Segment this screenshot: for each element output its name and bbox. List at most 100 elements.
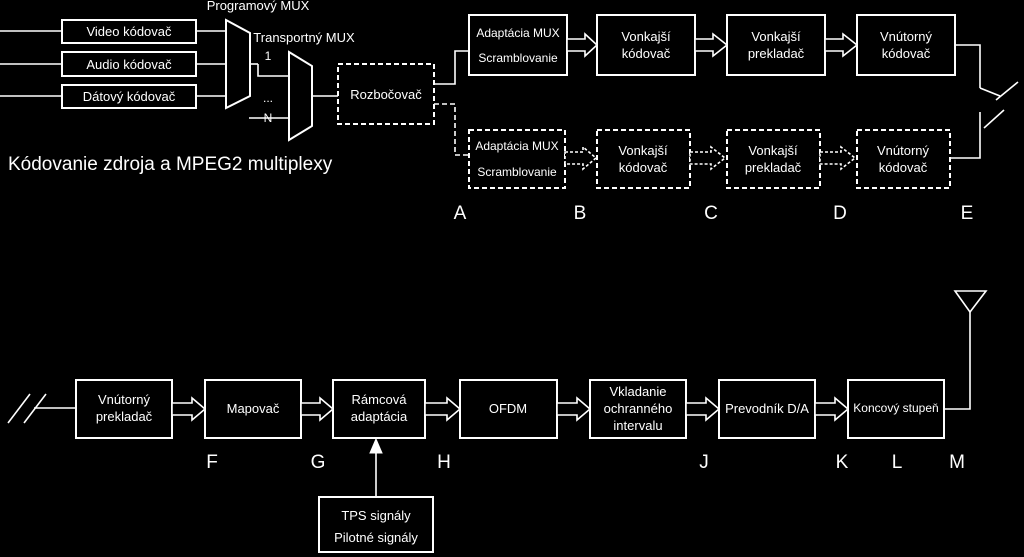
data-encoder-block: Dátový kódovač <box>61 84 197 109</box>
outer-coder-label-2b: kódovač <box>619 160 668 175</box>
program-mux-block: Programový MUX <box>207 0 310 110</box>
break-mark-top-3 <box>979 87 1001 97</box>
guard-interval-label-2: ochranného <box>604 401 673 416</box>
source-coding-title: Kódovanie zdroja a MPEG2 multiplexy <box>8 154 333 175</box>
transport-mux-block: Transportný MUX 1 ... N <box>253 30 355 142</box>
top-row-dashed: Adaptácia MUX Scramblovanie Vonkajší kód… <box>468 112 981 189</box>
inner-interleaver-label-1: Vnútorný <box>98 392 151 407</box>
program-mux-label: Programový MUX <box>207 0 310 13</box>
audio-encoder-block: Audio kódovač <box>61 51 197 77</box>
mux-adaptation-label-2: Adaptácia MUX <box>475 139 558 153</box>
point-f-label: F <box>206 452 218 473</box>
break-mark-top-2 <box>983 109 1005 129</box>
mapper-label: Mapovač <box>227 401 280 416</box>
dac-label: Prevodník D/A <box>725 401 809 416</box>
row2-output-line <box>950 112 981 159</box>
arrow-f <box>171 396 207 422</box>
scrambling-label: Scramblovanie <box>478 51 558 65</box>
arrow-h <box>424 396 462 422</box>
tps-arrow-head <box>369 437 383 454</box>
inner-interleaver-block: Vnútorný prekladač <box>75 379 173 439</box>
point-m-label: M <box>949 452 965 473</box>
source-coding-section: Video kódovač Audio kódovač Dátový kódov… <box>0 0 435 175</box>
frame-adaptation-label-2: adaptácia <box>351 409 408 424</box>
guard-interval-label-1: Vkladanie <box>609 384 666 399</box>
antenna-icon <box>953 290 988 314</box>
transport-input-1-label: 1 <box>265 49 272 63</box>
point-e-label: E <box>961 203 974 224</box>
arrow-j <box>685 396 721 422</box>
arrow-g <box>300 396 335 422</box>
arrow-dashed-c-to-d <box>819 145 857 171</box>
guard-interval-label-3: intervalu <box>613 418 662 433</box>
program-to-transport-line <box>257 64 289 77</box>
break-mark-top-1 <box>995 81 1019 101</box>
row1-output-line <box>955 44 981 88</box>
frame-adaptation-block: Rámcová adaptácia <box>332 379 426 439</box>
antenna-feed-line <box>944 312 971 410</box>
video-encoder-label: Video kódovač <box>86 24 172 39</box>
point-k-label: K <box>836 452 849 473</box>
point-c-label: C <box>704 203 718 224</box>
outer-interleaver-label-2b: prekladač <box>745 160 802 175</box>
tps-pilot-block: TPS signály Pilotné signály <box>318 496 434 553</box>
outer-interleaver-block-2: Vonkajší prekladač <box>726 129 821 189</box>
ofdm-block: OFDM <box>459 379 558 439</box>
mux-adaptation-label: Adaptácia MUX <box>476 26 559 40</box>
transport-input-dots-label: ... <box>263 91 273 105</box>
arrow-ofdm-to-guard <box>556 396 592 422</box>
inner-coder-block-2: Vnútorný kódovač <box>856 129 951 189</box>
outer-coder-label-1: Vonkajší <box>621 29 671 44</box>
outer-coder-label-2a: Vonkajší <box>618 143 668 158</box>
bottom-point-letters: F G H J K L M <box>206 452 965 473</box>
arrow-b-to-c <box>694 32 729 58</box>
outer-interleaver-label-1: Vonkajší <box>751 29 801 44</box>
outer-interleaver-label-2: prekladač <box>748 46 805 61</box>
outer-interleaver-block: Vonkajší prekladač <box>726 14 826 76</box>
final-stage-block: Koncový stupeň <box>847 379 945 439</box>
video-encoder-block: Video kódovač <box>61 19 197 44</box>
arrow-c-to-d <box>824 32 859 58</box>
dac-block: Prevodník D/A <box>718 379 816 439</box>
outer-coder-label-2: kódovač <box>622 46 671 61</box>
mapper-block: Mapovač <box>204 379 302 439</box>
arrow-dashed-a-to-b <box>564 145 598 171</box>
top-point-letters: A B C D E <box>454 203 974 224</box>
final-stage-label: Koncový stupeň <box>853 401 938 415</box>
inner-interleaver-label-2: prekladač <box>96 409 153 424</box>
outer-coder-block-2: Vonkajší kódovač <box>596 129 691 189</box>
audio-encoder-label: Audio kódovač <box>86 57 172 72</box>
arrow-dashed-b-to-c <box>689 145 727 171</box>
transport-input-n-label: N <box>264 111 273 125</box>
tps-signals-label: TPS signály <box>341 508 411 523</box>
outer-coder-block: Vonkajší kódovač <box>596 14 696 76</box>
inner-coder-label-2a: Vnútorný <box>877 143 930 158</box>
point-g-label: G <box>311 452 326 473</box>
point-a-label: A <box>454 203 467 224</box>
point-b-label: B <box>574 203 587 224</box>
inner-coder-label-2: kódovač <box>882 46 931 61</box>
splitter-to-row1-line <box>434 50 469 85</box>
inner-coder-label-2b: kódovač <box>879 160 928 175</box>
scrambling-label-2: Scramblovanie <box>477 165 557 179</box>
top-row-solid: Adaptácia MUX Scramblovanie Vonkajší kód… <box>468 14 981 88</box>
arrow-k <box>814 396 850 422</box>
splitter-block: Rozbočovač <box>337 63 435 125</box>
mux-adaptation-block-2: Adaptácia MUX Scramblovanie <box>468 129 566 189</box>
frame-adaptation-label-1: Rámcová <box>352 392 408 407</box>
point-j-label: J <box>699 452 709 473</box>
transport-mux-label: Transportný MUX <box>253 30 355 45</box>
mux-adaptation-block: Adaptácia MUX Scramblovanie <box>468 14 568 76</box>
splitter-label: Rozbočovač <box>350 87 422 102</box>
point-d-label: D <box>833 203 847 224</box>
arrow-a-to-b <box>566 32 599 58</box>
point-l-label: L <box>892 452 903 473</box>
guard-interval-block: Vkladanie ochranného intervalu <box>589 379 687 439</box>
outer-interleaver-label-2a: Vonkajší <box>748 143 798 158</box>
pilot-signals-label: Pilotné signály <box>334 530 418 545</box>
data-encoder-label: Dátový kódovač <box>83 89 176 104</box>
inner-coder-label-1: Vnútorný <box>880 29 933 44</box>
break-mark-bottom-1 <box>7 393 31 424</box>
bottom-chain: Vnútorný prekladač Mapovač Rámcová adapt… <box>7 290 988 553</box>
